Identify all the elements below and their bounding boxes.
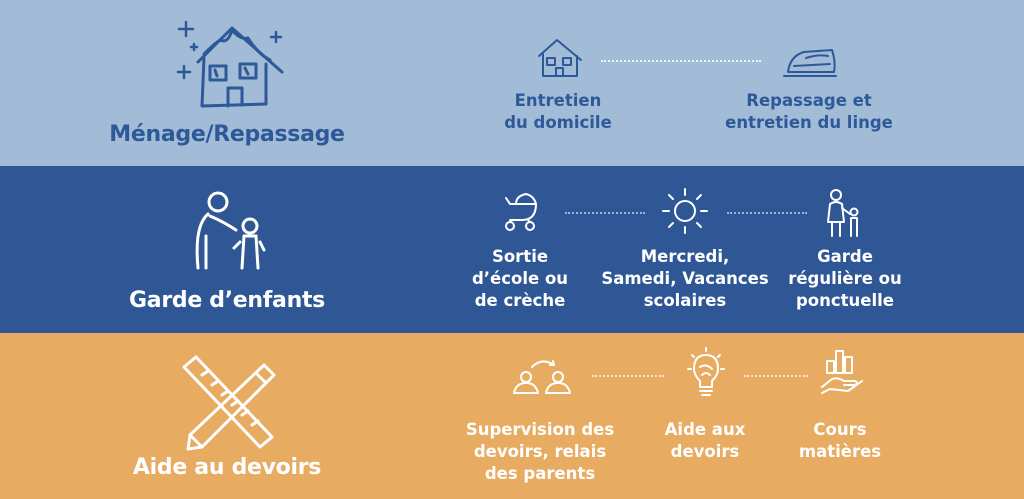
sun-icon xyxy=(662,188,708,234)
pencil-ruler-icon xyxy=(182,355,276,451)
service-label: Aide aux devoirs xyxy=(664,420,746,461)
category-title: Garde d’enfants xyxy=(129,288,325,313)
people-exchange-icon xyxy=(513,360,571,394)
section-garde: Garde d’enfants Sortie d’école ou de crè… xyxy=(0,166,1024,333)
category-title: Aide au devoirs xyxy=(132,455,322,480)
adult-child-icon xyxy=(195,191,266,270)
service-label: Supervision des devoirs, relais des pare… xyxy=(465,420,615,483)
service-label: Mercredi, Samedi, Vacances scolaires xyxy=(601,247,769,310)
connector-dots xyxy=(592,375,664,377)
connector-dots xyxy=(744,375,808,377)
service-label: Sortie d’école ou de crèche xyxy=(471,247,569,310)
connector-dots xyxy=(601,60,761,62)
service-label: Cours matières xyxy=(798,420,882,461)
section-menage: Ménage/Repassage Entretien du domicile R… xyxy=(0,0,1024,166)
category-title: Ménage/Repassage xyxy=(109,122,345,147)
stroller-icon xyxy=(505,193,537,231)
service-label: Repassage et entretien du linge xyxy=(725,91,893,132)
hand-chart-icon xyxy=(821,350,863,394)
mother-child-icon xyxy=(827,189,859,237)
house-icon xyxy=(538,39,582,77)
lightbulb-icon xyxy=(687,347,725,396)
connector-dots xyxy=(565,212,645,214)
iron-icon xyxy=(783,49,837,77)
service-label: Garde régulière ou ponctuelle xyxy=(788,247,902,310)
house-icon xyxy=(176,20,284,108)
service-label: Entretien du domicile xyxy=(504,91,612,132)
section-devoirs: Aide au devoirs Supervision des devoi xyxy=(0,333,1024,499)
connector-dots xyxy=(727,212,807,214)
